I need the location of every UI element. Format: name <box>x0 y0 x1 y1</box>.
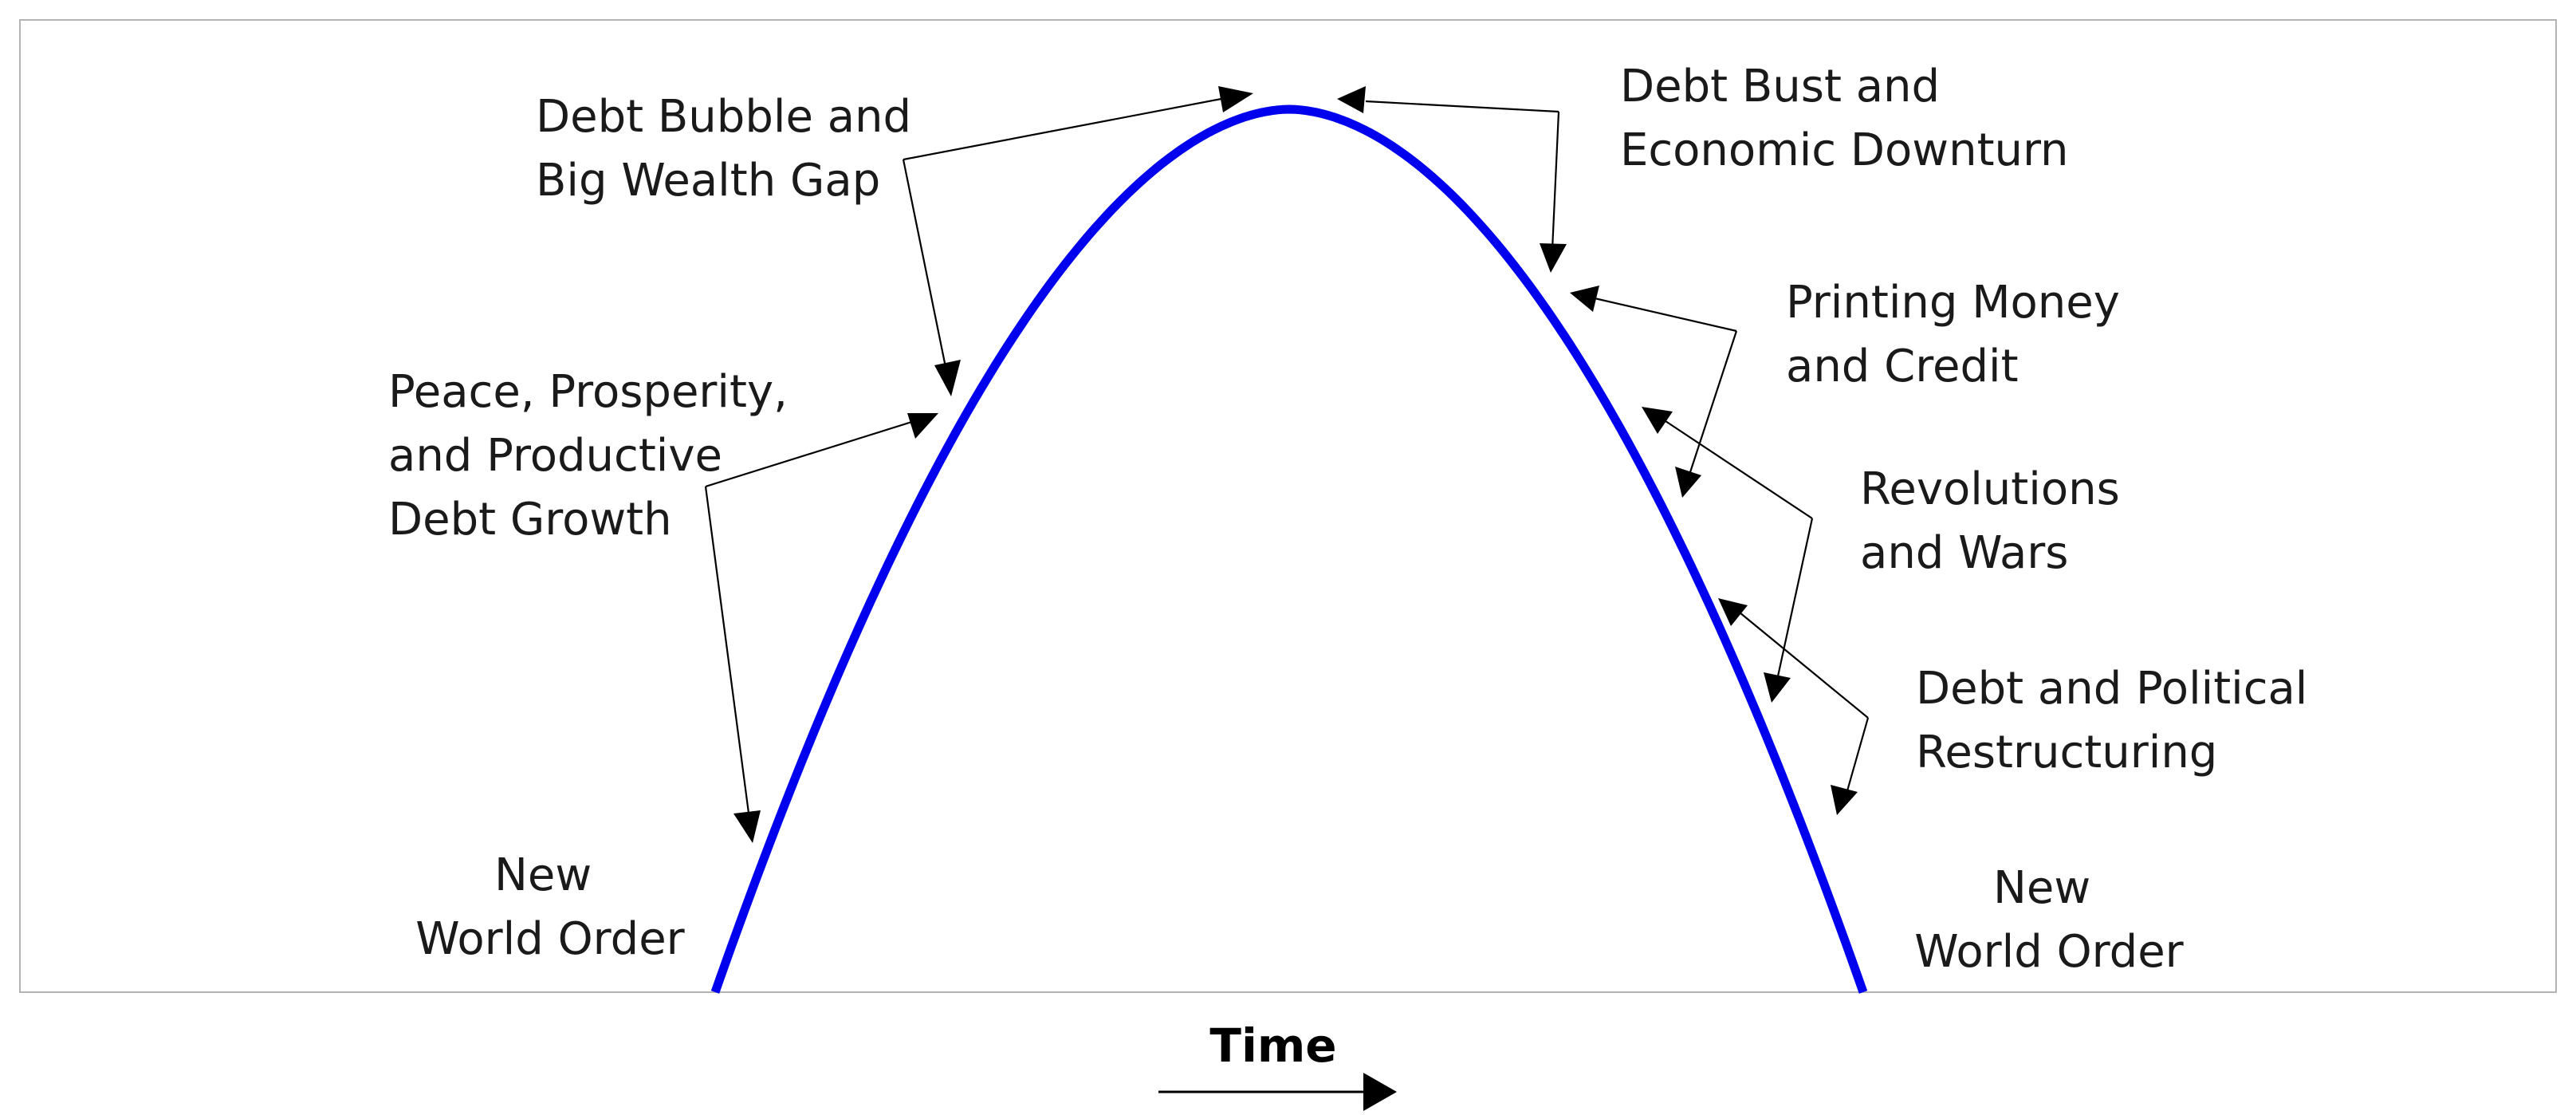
label-line: Debt Bubble and <box>536 91 911 143</box>
label-debt-bubble: Debt Bubble and Big Wealth Gap <box>536 91 926 207</box>
arrowhead <box>1337 86 1366 113</box>
annotation-arrowheads <box>733 86 1858 843</box>
label-line: Restructuring <box>1916 727 2217 778</box>
arrowhead <box>1718 598 1748 626</box>
arrowhead <box>1642 407 1673 434</box>
label-restructuring: Debt and Political Restructuring <box>1916 663 2322 778</box>
label-line: Economic Downturn <box>1620 124 2069 176</box>
label-new-world-order-left: New World Order <box>415 849 685 965</box>
label-line: and Wars <box>1860 527 2068 579</box>
label-printing-money: Printing Money and Credit <box>1786 277 2134 392</box>
label-line: Debt Bust and <box>1620 61 1940 112</box>
leader-restructuring-to-curve <box>1739 612 1869 719</box>
label-line: World Order <box>415 913 685 965</box>
arrowhead <box>1764 672 1791 703</box>
label-line: and Productive <box>388 430 722 482</box>
leader-printing-to-curve <box>1594 297 1737 333</box>
label-line: World Order <box>1914 926 2184 978</box>
label-line: Printing Money <box>1786 277 2120 329</box>
time-axis: Time <box>1158 1018 1397 1111</box>
leader-debt-bust-to-peak <box>1365 100 1559 113</box>
label-new-world-order-right: New World Order <box>1914 862 2184 978</box>
arrowhead <box>907 413 938 439</box>
time-label: Time <box>1209 1018 1336 1073</box>
time-arrowhead <box>1363 1073 1397 1111</box>
cycle-curve <box>710 104 1868 994</box>
label-debt-bust: Debt Bust and Economic Downturn <box>1620 61 2069 176</box>
label-line: Peace, Prosperity, <box>388 366 788 418</box>
label-line: Revolutions <box>1860 463 2120 515</box>
leader-revolutions-to-curve <box>1665 420 1813 519</box>
label-line: New <box>494 849 592 901</box>
label-peace-prosperity: Peace, Prosperity, and Productive Debt G… <box>388 366 802 546</box>
annotation-leaders <box>704 97 1870 820</box>
label-line: Big Wealth Gap <box>536 155 880 207</box>
label-line: New <box>1993 862 2090 914</box>
arrowhead <box>733 810 761 843</box>
label-line: and Credit <box>1786 341 2019 392</box>
arrowhead <box>1570 286 1599 312</box>
label-line: Debt Growth <box>388 494 672 546</box>
diagram-frame <box>19 19 2557 993</box>
leader-restructuring-to-lower <box>1845 717 1870 794</box>
leader-printing-to-lower <box>1688 330 1738 475</box>
label-revolutions: Revolutions and Wars <box>1860 463 2134 579</box>
arrowhead <box>934 360 961 396</box>
label-line: Debt and Political <box>1916 663 2307 715</box>
leader-debt-bubble-to-upslope <box>902 159 948 372</box>
leader-peace-to-upslope <box>705 419 918 488</box>
annotation-labels: Debt Bubble and Big Wealth Gap Debt Bust… <box>388 61 2322 978</box>
leader-debt-bust-to-downslope <box>1551 111 1560 250</box>
arrowhead <box>1540 243 1567 273</box>
leader-debt-bubble-to-peak <box>903 97 1226 161</box>
arrowhead <box>1675 467 1701 498</box>
arrowhead <box>1831 785 1858 815</box>
leader-peace-to-new-order <box>704 486 751 820</box>
leader-revolutions-to-lower <box>1775 518 1814 684</box>
arrowhead <box>1218 86 1253 112</box>
